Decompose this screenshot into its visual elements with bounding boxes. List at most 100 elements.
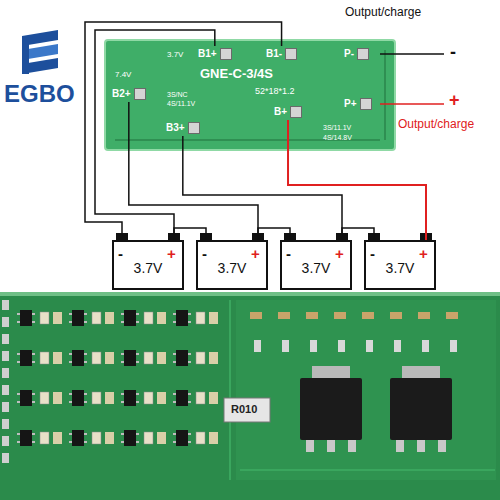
smd-component — [2, 402, 9, 412]
smd-component — [209, 312, 218, 324]
mosfet-package — [327, 440, 335, 452]
smd-component — [20, 390, 32, 406]
smd-component — [334, 312, 346, 319]
pad-name: B1+ — [198, 48, 217, 60]
smd-component — [53, 352, 62, 364]
smd-component — [53, 312, 62, 324]
board-marking: GNE-C-3/4S — [200, 67, 273, 82]
smd-component — [124, 310, 136, 326]
part-marking: R010 — [231, 403, 257, 416]
smd-component — [176, 430, 188, 446]
smd-component — [254, 340, 261, 352]
solder-pad: B2+ — [111, 86, 147, 102]
pad-name: B1- — [266, 48, 282, 60]
wire — [342, 228, 374, 240]
bms-board: 3.7VGNE-C-3/4S52*18*1.27.4V3S/NC4S/11.1V… — [105, 40, 395, 150]
board-marking: 7.4V — [115, 70, 131, 79]
solder-pad: B1- — [265, 46, 298, 62]
smd-component — [196, 352, 205, 364]
smd-component — [105, 312, 114, 324]
smd-component — [40, 312, 49, 324]
wire — [174, 228, 206, 240]
smd-component — [40, 432, 49, 444]
board-marking: 3S/11.1V — [323, 124, 351, 132]
board-marking: 4S/11.1V — [167, 100, 195, 108]
shunt-resistor — [224, 398, 270, 422]
polarity-sign: + — [335, 245, 344, 262]
board-marking: 3S/NC — [167, 91, 188, 99]
smd-component — [176, 310, 188, 326]
pcb-photo — [230, 300, 495, 480]
pad-name: B+ — [274, 106, 287, 118]
leader-line — [380, 54, 444, 104]
pad-name: P+ — [344, 98, 357, 110]
wire — [95, 30, 215, 240]
smd-component — [40, 352, 49, 364]
smd-component — [250, 312, 262, 319]
smd-component — [20, 430, 32, 446]
smd-component — [278, 312, 290, 319]
pad-square — [188, 122, 200, 134]
smd-component — [209, 432, 218, 444]
brand-icon — [22, 30, 58, 74]
smd-component — [72, 430, 84, 446]
solder-pad: P- — [343, 46, 370, 62]
mosfet-package — [300, 366, 452, 452]
cell-voltage: 3.7V — [302, 260, 331, 276]
pad-square — [134, 88, 146, 100]
polarity-sign: + — [449, 90, 460, 111]
pad-name: B2+ — [112, 88, 131, 100]
smd-component — [144, 352, 153, 364]
smd-component — [2, 300, 9, 310]
smd-component — [2, 351, 9, 361]
cell-voltage: 3.7V — [218, 260, 247, 276]
smd-component — [157, 392, 166, 404]
solder-pad: B3+ — [165, 120, 201, 136]
solder-pad: B1+ — [197, 46, 233, 62]
smd-component — [362, 312, 374, 319]
pcb-board — [105, 40, 395, 150]
board-marking: 52*18*1.2 — [255, 86, 295, 96]
smd-component — [366, 340, 373, 352]
smd-component — [2, 385, 9, 395]
pad-square — [357, 48, 369, 60]
smd-component — [209, 352, 218, 364]
smd-component — [418, 312, 430, 319]
board-marking: 4S/14.8V — [323, 134, 352, 142]
smd-component — [124, 390, 136, 406]
smd-component — [2, 300, 458, 463]
brand-icon — [22, 36, 29, 74]
polarity-sign: - — [118, 245, 123, 262]
smd-component — [157, 432, 166, 444]
mosfet-package — [312, 366, 350, 380]
terminal-label: Output/charge — [398, 118, 474, 132]
smd-component — [196, 312, 205, 324]
smd-component — [53, 432, 62, 444]
smd-component — [92, 432, 101, 444]
battery-terminal — [116, 233, 432, 240]
polarity-sign: - — [370, 245, 375, 262]
pad-name: B3+ — [166, 122, 185, 134]
mosfet-package — [300, 378, 362, 440]
mosfet-package — [306, 440, 314, 452]
wire — [129, 102, 258, 240]
smd-component — [20, 310, 32, 326]
smd-component — [40, 392, 49, 404]
pcb-photo — [0, 292, 500, 500]
mosfet-package — [390, 378, 452, 440]
terminal-label: Output/charge — [345, 6, 421, 20]
cell-voltage: 3.7V — [134, 260, 163, 276]
smd-component — [124, 430, 136, 446]
smd-component — [2, 317, 9, 327]
smd-component — [92, 392, 101, 404]
smd-component — [446, 312, 458, 319]
brand-logo: EGBO — [4, 80, 75, 108]
pcb-board — [115, 50, 385, 140]
smd-component — [105, 392, 114, 404]
smd-component — [72, 390, 84, 406]
smd-component — [144, 432, 153, 444]
solder-pad: B+ — [273, 104, 303, 120]
pad-square — [220, 48, 232, 60]
smd-component — [157, 312, 166, 324]
smd-component — [394, 340, 401, 352]
